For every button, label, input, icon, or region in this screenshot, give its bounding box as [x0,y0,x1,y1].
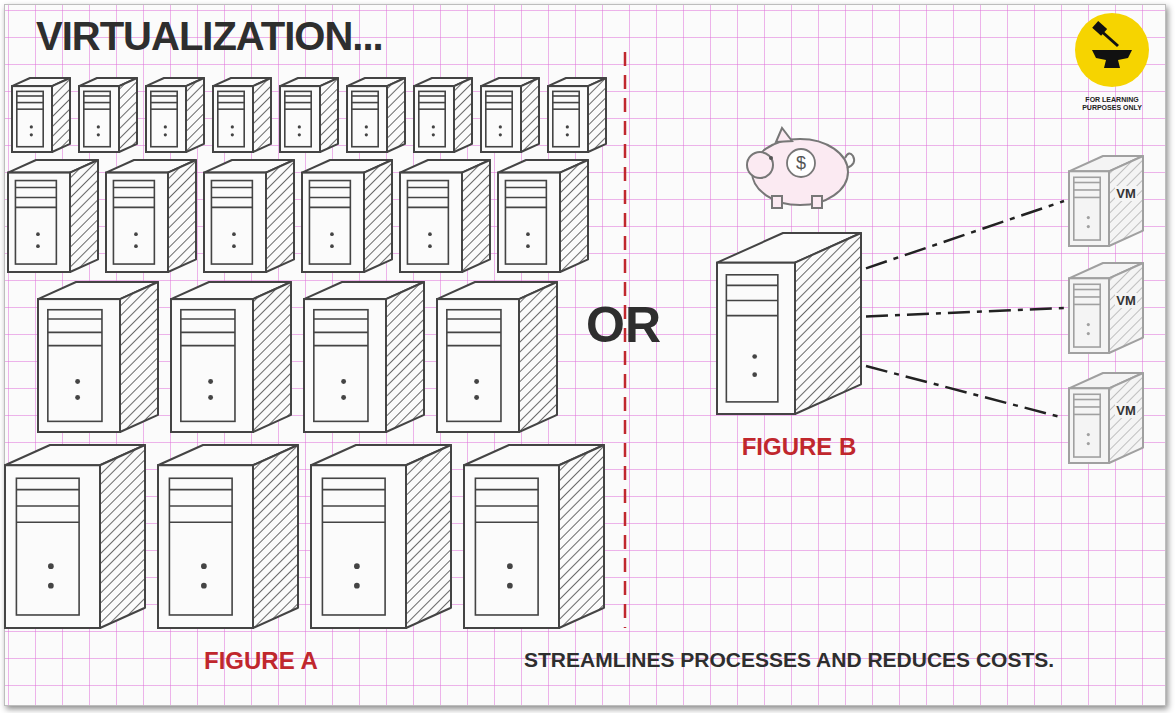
server-outline [716,232,862,415]
server-icon [158,445,298,628]
figure-label: FIGURE A [204,647,318,675]
vm-label: VM [1115,403,1137,418]
learning-badge [1075,13,1149,87]
server-icon [437,282,557,432]
server-stacks [5,78,606,628]
server-icon [213,78,271,152]
badge-text: FOR LEARNING PURPOSES ONLY [1080,96,1144,113]
server-icon [481,78,539,152]
server-icon [171,282,291,432]
vm-server: VM [1068,372,1144,464]
figure-label: FIGURE B [742,433,857,461]
vm-label: VM [1115,293,1137,308]
server-icon [498,160,588,272]
server-icon [106,160,196,272]
server-icon [347,78,405,152]
server-icon [304,282,424,432]
host-server: FIGURE B [716,232,862,415]
server-icon [464,445,604,628]
server-icon [311,445,451,628]
server-icon [8,160,98,272]
server-icon [400,160,490,272]
or-label: OR [586,296,661,354]
link-line [866,308,1064,317]
server-icon [280,78,338,152]
link-line [866,201,1064,268]
piggy-bank [747,128,854,208]
server-icon [79,78,137,152]
server-icon [548,78,606,152]
server-icon [414,78,472,152]
vm-server: VM [1068,155,1144,247]
server-icon [302,160,392,272]
link-line [866,366,1064,418]
server-icon [204,160,294,272]
caption: STREAMLINES PROCESSES AND REDUCES COSTS. [524,648,1054,672]
server-icon [146,78,204,152]
server-icon [5,445,145,628]
vm-label: VM [1115,186,1137,201]
vm-server: VM [1068,262,1144,354]
dollar-sign: $ [796,153,806,174]
server-icon [38,282,158,432]
title: VIRTUALIZATION... [36,14,383,59]
server-icon [12,78,70,152]
